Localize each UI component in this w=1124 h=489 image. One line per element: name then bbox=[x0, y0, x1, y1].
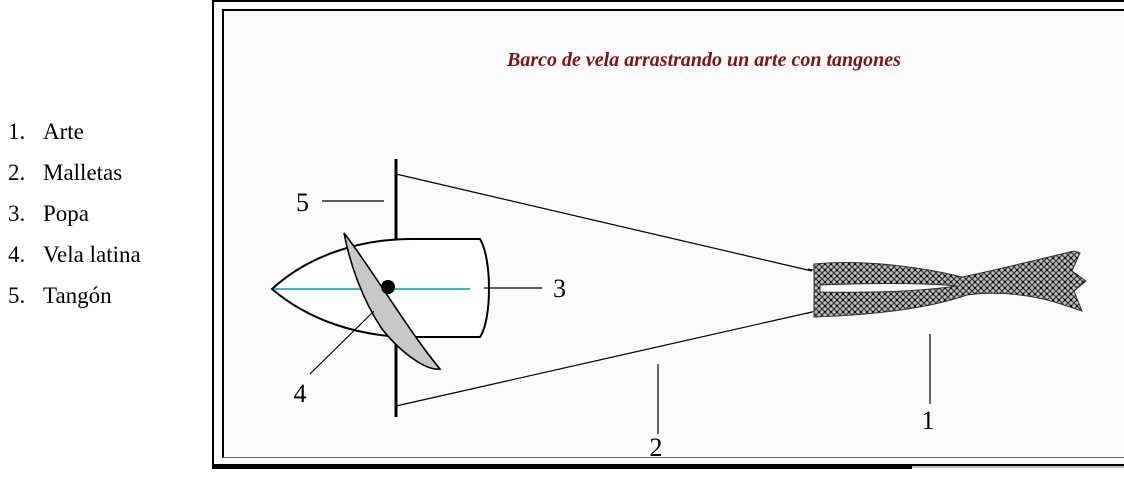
legend-number: 1. bbox=[8, 119, 26, 144]
legend-item-vela-latina: 4. Vela latina bbox=[0, 241, 141, 282]
legend-label: Malletas bbox=[43, 160, 123, 185]
legend-label: Vela latina bbox=[43, 242, 141, 267]
callout-2: 2 bbox=[650, 433, 663, 458]
legend-label: Tangón bbox=[43, 283, 112, 308]
diagram-title: Barco de vela arrastrando un arte con ta… bbox=[506, 49, 901, 71]
callout-3: 3 bbox=[553, 274, 566, 303]
legend-label: Popa bbox=[43, 201, 89, 226]
callout-4: 4 bbox=[294, 379, 307, 408]
frame-bottom-edge-light bbox=[912, 466, 1124, 468]
legend-list: 1. Arte 2. Malletas 3. Popa 4. Vela latina 5… bbox=[0, 118, 141, 323]
legend-number: 5. bbox=[8, 283, 26, 308]
trawl-diagram: Barco de vela arrastrando un arte con ta… bbox=[270, 49, 1087, 458]
legend-number: 3. bbox=[8, 201, 26, 226]
mast bbox=[381, 280, 395, 294]
legend-item-tangon: 5. Tangón bbox=[0, 282, 141, 323]
malleta-lower bbox=[395, 311, 813, 407]
arte-net bbox=[813, 250, 1087, 318]
legend-item-malletas: 2. Malletas bbox=[0, 159, 141, 200]
callout-5: 5 bbox=[296, 188, 309, 217]
callout-1: 1 bbox=[922, 406, 935, 435]
legend-label: Arte bbox=[43, 119, 84, 144]
legend-item-popa: 3. Popa bbox=[0, 200, 141, 241]
callout-line-4 bbox=[309, 310, 375, 375]
frame-bottom-edge bbox=[212, 466, 912, 469]
diagram-frame-inner bbox=[222, 9, 1124, 458]
legend-number: 4. bbox=[8, 242, 26, 267]
legend-item-arte: 1. Arte bbox=[0, 118, 141, 159]
legend-number: 2. bbox=[8, 160, 26, 185]
malleta-upper bbox=[395, 173, 813, 272]
